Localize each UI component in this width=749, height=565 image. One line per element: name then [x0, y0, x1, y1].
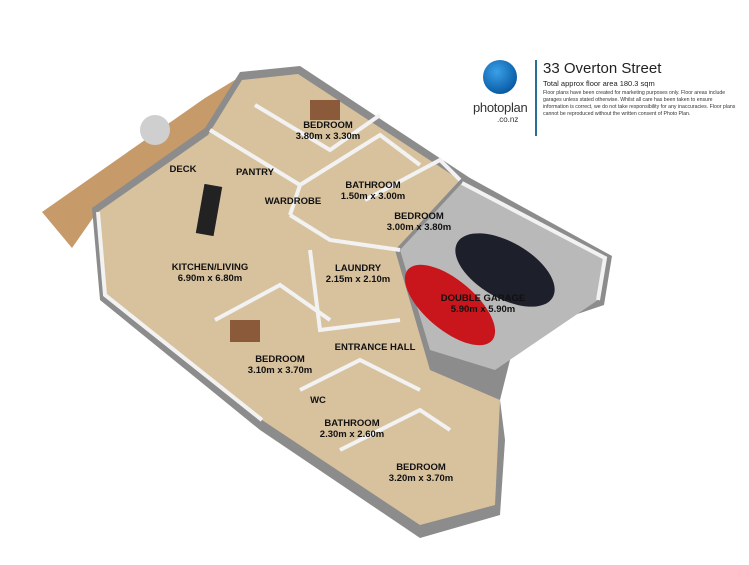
room-name: WC — [310, 395, 326, 406]
logo-sub: .co.nz — [497, 115, 519, 124]
black-car — [455, 233, 555, 307]
room-name: BEDROOM — [303, 120, 353, 131]
bed — [230, 320, 260, 342]
house-icon — [483, 60, 517, 94]
room-size: 3.80m x 3.30m — [296, 131, 360, 142]
red-car — [404, 264, 496, 346]
room-name: DECK — [170, 164, 197, 175]
interior-walls — [96, 103, 608, 452]
room-size: 1.50m x 3.00m — [341, 191, 405, 202]
room-name: WARDROBE — [265, 196, 321, 207]
room-size: 3.00m x 3.80m — [387, 222, 451, 233]
photoplan-logo: photoplan .co.nz — [473, 60, 529, 130]
room-name: DOUBLE GARAGE — [441, 293, 525, 304]
kitchen-island — [195, 183, 223, 237]
floor-area: Total approx floor area 180.3 sqm — [543, 79, 655, 88]
room-name: BEDROOM — [255, 354, 305, 365]
room-name: BATHROOM — [345, 180, 400, 191]
room-name: BEDROOM — [394, 211, 444, 222]
room-name: ENTRANCE HALL — [335, 342, 416, 353]
disclaimer: Floor plans have been created for market… — [543, 90, 736, 117]
room-size: 3.10m x 3.70m — [248, 365, 312, 376]
header-block: photoplan .co.nz 33 Overton Street Total… — [470, 58, 740, 138]
address-title: 33 Overton Street — [543, 60, 662, 77]
bed — [310, 100, 340, 120]
room-size: 2.30m x 2.60m — [320, 429, 384, 440]
room-name: PANTRY — [236, 167, 275, 178]
logo-text: photoplan — [473, 100, 528, 115]
room-size: 5.90m x 5.90m — [451, 304, 515, 315]
room-name: BEDROOM — [396, 462, 446, 473]
room-size: 6.90m x 6.80m — [178, 273, 242, 284]
umbrella — [140, 115, 170, 145]
room-name: BATHROOM — [324, 418, 379, 429]
room-size: 3.20m x 3.70m — [389, 473, 453, 484]
room-size: 2.15m x 2.10m — [326, 274, 390, 285]
room-name: LAUNDRY — [335, 263, 382, 274]
room-name: KITCHEN/LIVING — [172, 262, 249, 273]
divider — [535, 60, 537, 136]
